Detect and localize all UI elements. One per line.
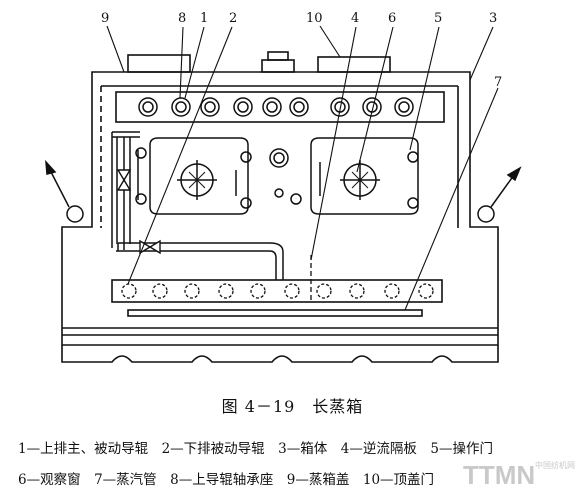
steam-pipe xyxy=(127,309,423,317)
top-knob xyxy=(267,51,289,61)
callout-7: 7 xyxy=(494,75,502,90)
leader-9 xyxy=(106,25,125,73)
lower-roller xyxy=(152,283,168,299)
left-observation-window xyxy=(177,160,217,200)
lower-roller xyxy=(250,283,266,299)
upper-roller xyxy=(233,97,253,117)
top-knob-base xyxy=(261,59,295,73)
lower-roller xyxy=(418,283,434,299)
callout-10: 10 xyxy=(306,11,323,26)
vertical-valve xyxy=(116,169,132,191)
upper-roller xyxy=(171,97,191,117)
callout-9: 9 xyxy=(101,11,109,26)
steamer-body-outline xyxy=(61,71,499,346)
upper-roller xyxy=(394,97,414,117)
upper-roller xyxy=(262,97,282,117)
lower-roller-rail xyxy=(111,279,443,303)
callout-1: 1 xyxy=(200,11,208,26)
right-side-roller xyxy=(477,205,495,223)
steamer-diagram: 9 8 1 2 10 4 6 5 3 7 xyxy=(45,11,522,363)
horizontal-valve xyxy=(139,239,161,255)
top-cover-door xyxy=(317,56,391,73)
svg-text:TTMN: TTMN xyxy=(463,460,535,490)
callout-8: 8 xyxy=(178,11,186,26)
leader-1 xyxy=(184,26,205,99)
leader-3 xyxy=(469,26,494,81)
direction-arrows xyxy=(45,159,522,208)
lower-roller xyxy=(349,283,365,299)
fabric-entry-arrow xyxy=(490,174,515,208)
fabric-exit-arrow xyxy=(49,169,70,208)
lower-roller xyxy=(184,283,200,299)
lower-roller xyxy=(218,283,234,299)
leader-4 xyxy=(310,26,357,261)
left-side-roller xyxy=(66,205,84,223)
callout-6: 6 xyxy=(388,11,396,26)
arrow-head-icon xyxy=(45,159,57,175)
figure-title: 图 4－19 长蒸箱 xyxy=(221,397,364,416)
leader-8 xyxy=(179,26,184,99)
steamer-lid xyxy=(127,54,191,73)
base-feet xyxy=(61,345,499,363)
right-observation-window xyxy=(340,160,380,200)
callout-2: 2 xyxy=(229,11,237,26)
left-operation-door xyxy=(135,137,252,215)
upper-roller xyxy=(138,97,158,117)
svg-text:中国纺机网: 中国纺机网 xyxy=(535,460,575,470)
side-rollers xyxy=(66,205,495,223)
leader-2 xyxy=(127,26,233,285)
lower-roller xyxy=(121,283,137,299)
arrow-head-icon xyxy=(506,166,522,182)
lower-rollers xyxy=(121,283,434,299)
leader-7 xyxy=(404,87,499,311)
leader-5 xyxy=(409,26,440,151)
lower-roller xyxy=(384,283,400,299)
upper-roller xyxy=(289,97,309,117)
upper-rollers xyxy=(138,97,414,117)
right-operation-door xyxy=(290,137,419,215)
watermark-logo: TTMN 中国纺机网 xyxy=(463,460,575,490)
legend-line: 6—观察窗 7—蒸汽管 8—上导辊轴承座 9—蒸箱盖 10—顶盖门 xyxy=(18,472,435,488)
leader-6 xyxy=(356,26,394,173)
leader-10 xyxy=(319,25,341,58)
lower-roller xyxy=(316,283,332,299)
lower-roller xyxy=(284,283,300,299)
upper-roller xyxy=(200,97,220,117)
upper-roller-rail xyxy=(115,91,445,123)
legend-line: 1—上排主、被动导辊 2—下排被动导辊 3—箱体 4—逆流隔板 5—操作门 xyxy=(18,441,493,457)
callout-3: 3 xyxy=(489,11,497,26)
callout-5: 5 xyxy=(434,11,442,26)
center-fittings xyxy=(269,148,289,198)
leader-lines xyxy=(106,25,499,311)
callout-4: 4 xyxy=(351,11,359,26)
